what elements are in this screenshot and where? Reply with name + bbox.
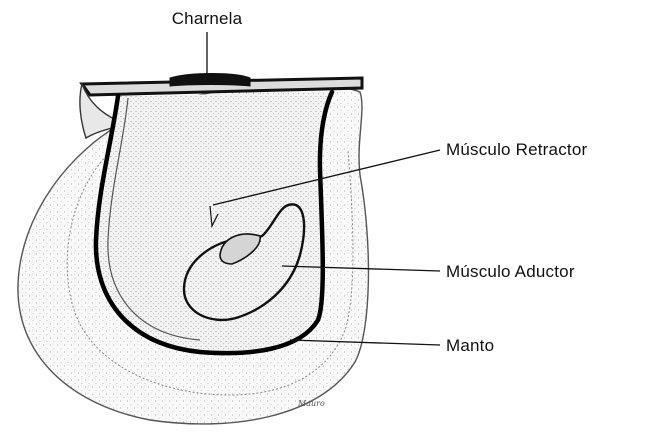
mantle-label: Manto	[446, 336, 494, 355]
adductor-muscle-label: Músculo Aductor	[446, 262, 575, 281]
hinge-label: Charnela	[172, 9, 243, 28]
artist-signature: Mauro	[297, 399, 325, 408]
hinge-ligament	[170, 74, 250, 87]
retractor-muscle-label: Músculo Retractor	[446, 140, 587, 159]
